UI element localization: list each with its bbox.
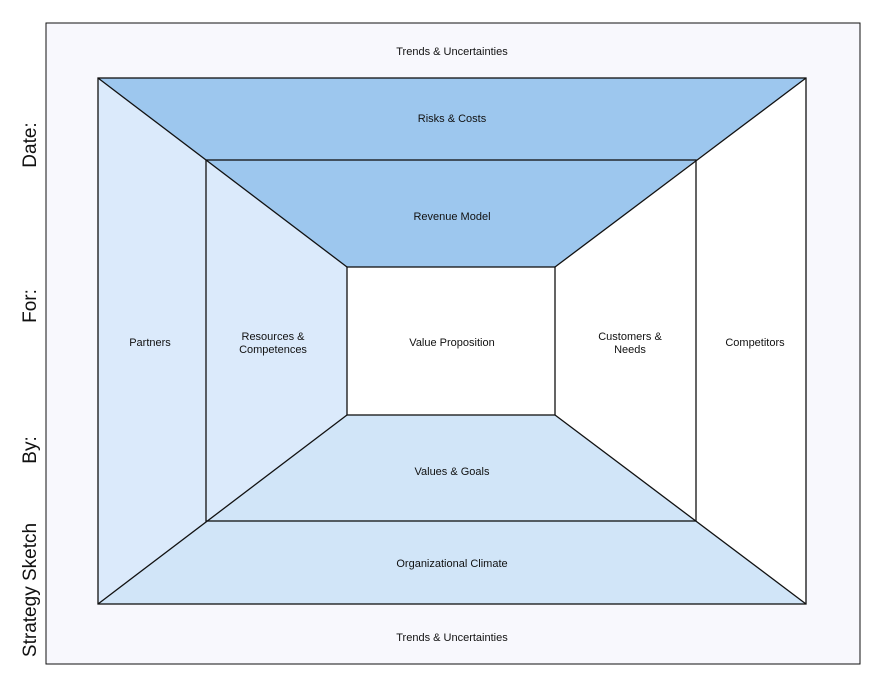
revenue-model-label: Revenue Model	[413, 211, 490, 223]
customers-needs-label-line2: Needs	[614, 344, 646, 356]
organizational-climate-region	[98, 521, 806, 604]
competitors-region	[696, 78, 806, 604]
values-goals-label: Values & Goals	[414, 466, 490, 478]
risks-costs-label: Risks & Costs	[418, 113, 487, 125]
customers-needs-region	[555, 160, 696, 521]
revenue-model-region	[206, 160, 696, 267]
value-proposition-label: Value Proposition	[409, 337, 494, 349]
resources-competences-label-line2: Competences	[239, 344, 307, 356]
partners-region	[98, 78, 206, 604]
value-proposition-region	[347, 267, 555, 415]
trends-uncertainties-bottom-label: Trends & Uncertainties	[396, 632, 508, 644]
customers-needs-label-line1: Customers &	[598, 331, 662, 343]
partners-label: Partners	[129, 337, 171, 349]
resources-competences-label-line1: Resources &	[242, 331, 306, 343]
organizational-climate-label: Organizational Climate	[396, 558, 507, 570]
resources-competences-region	[206, 160, 347, 521]
diagram-edges	[97, 77, 807, 605]
values-goals-region	[206, 415, 696, 521]
trends-uncertainties-top-label: Trends & Uncertainties	[396, 46, 508, 58]
risks-costs-region	[98, 78, 806, 160]
competitors-label: Competitors	[725, 337, 785, 349]
